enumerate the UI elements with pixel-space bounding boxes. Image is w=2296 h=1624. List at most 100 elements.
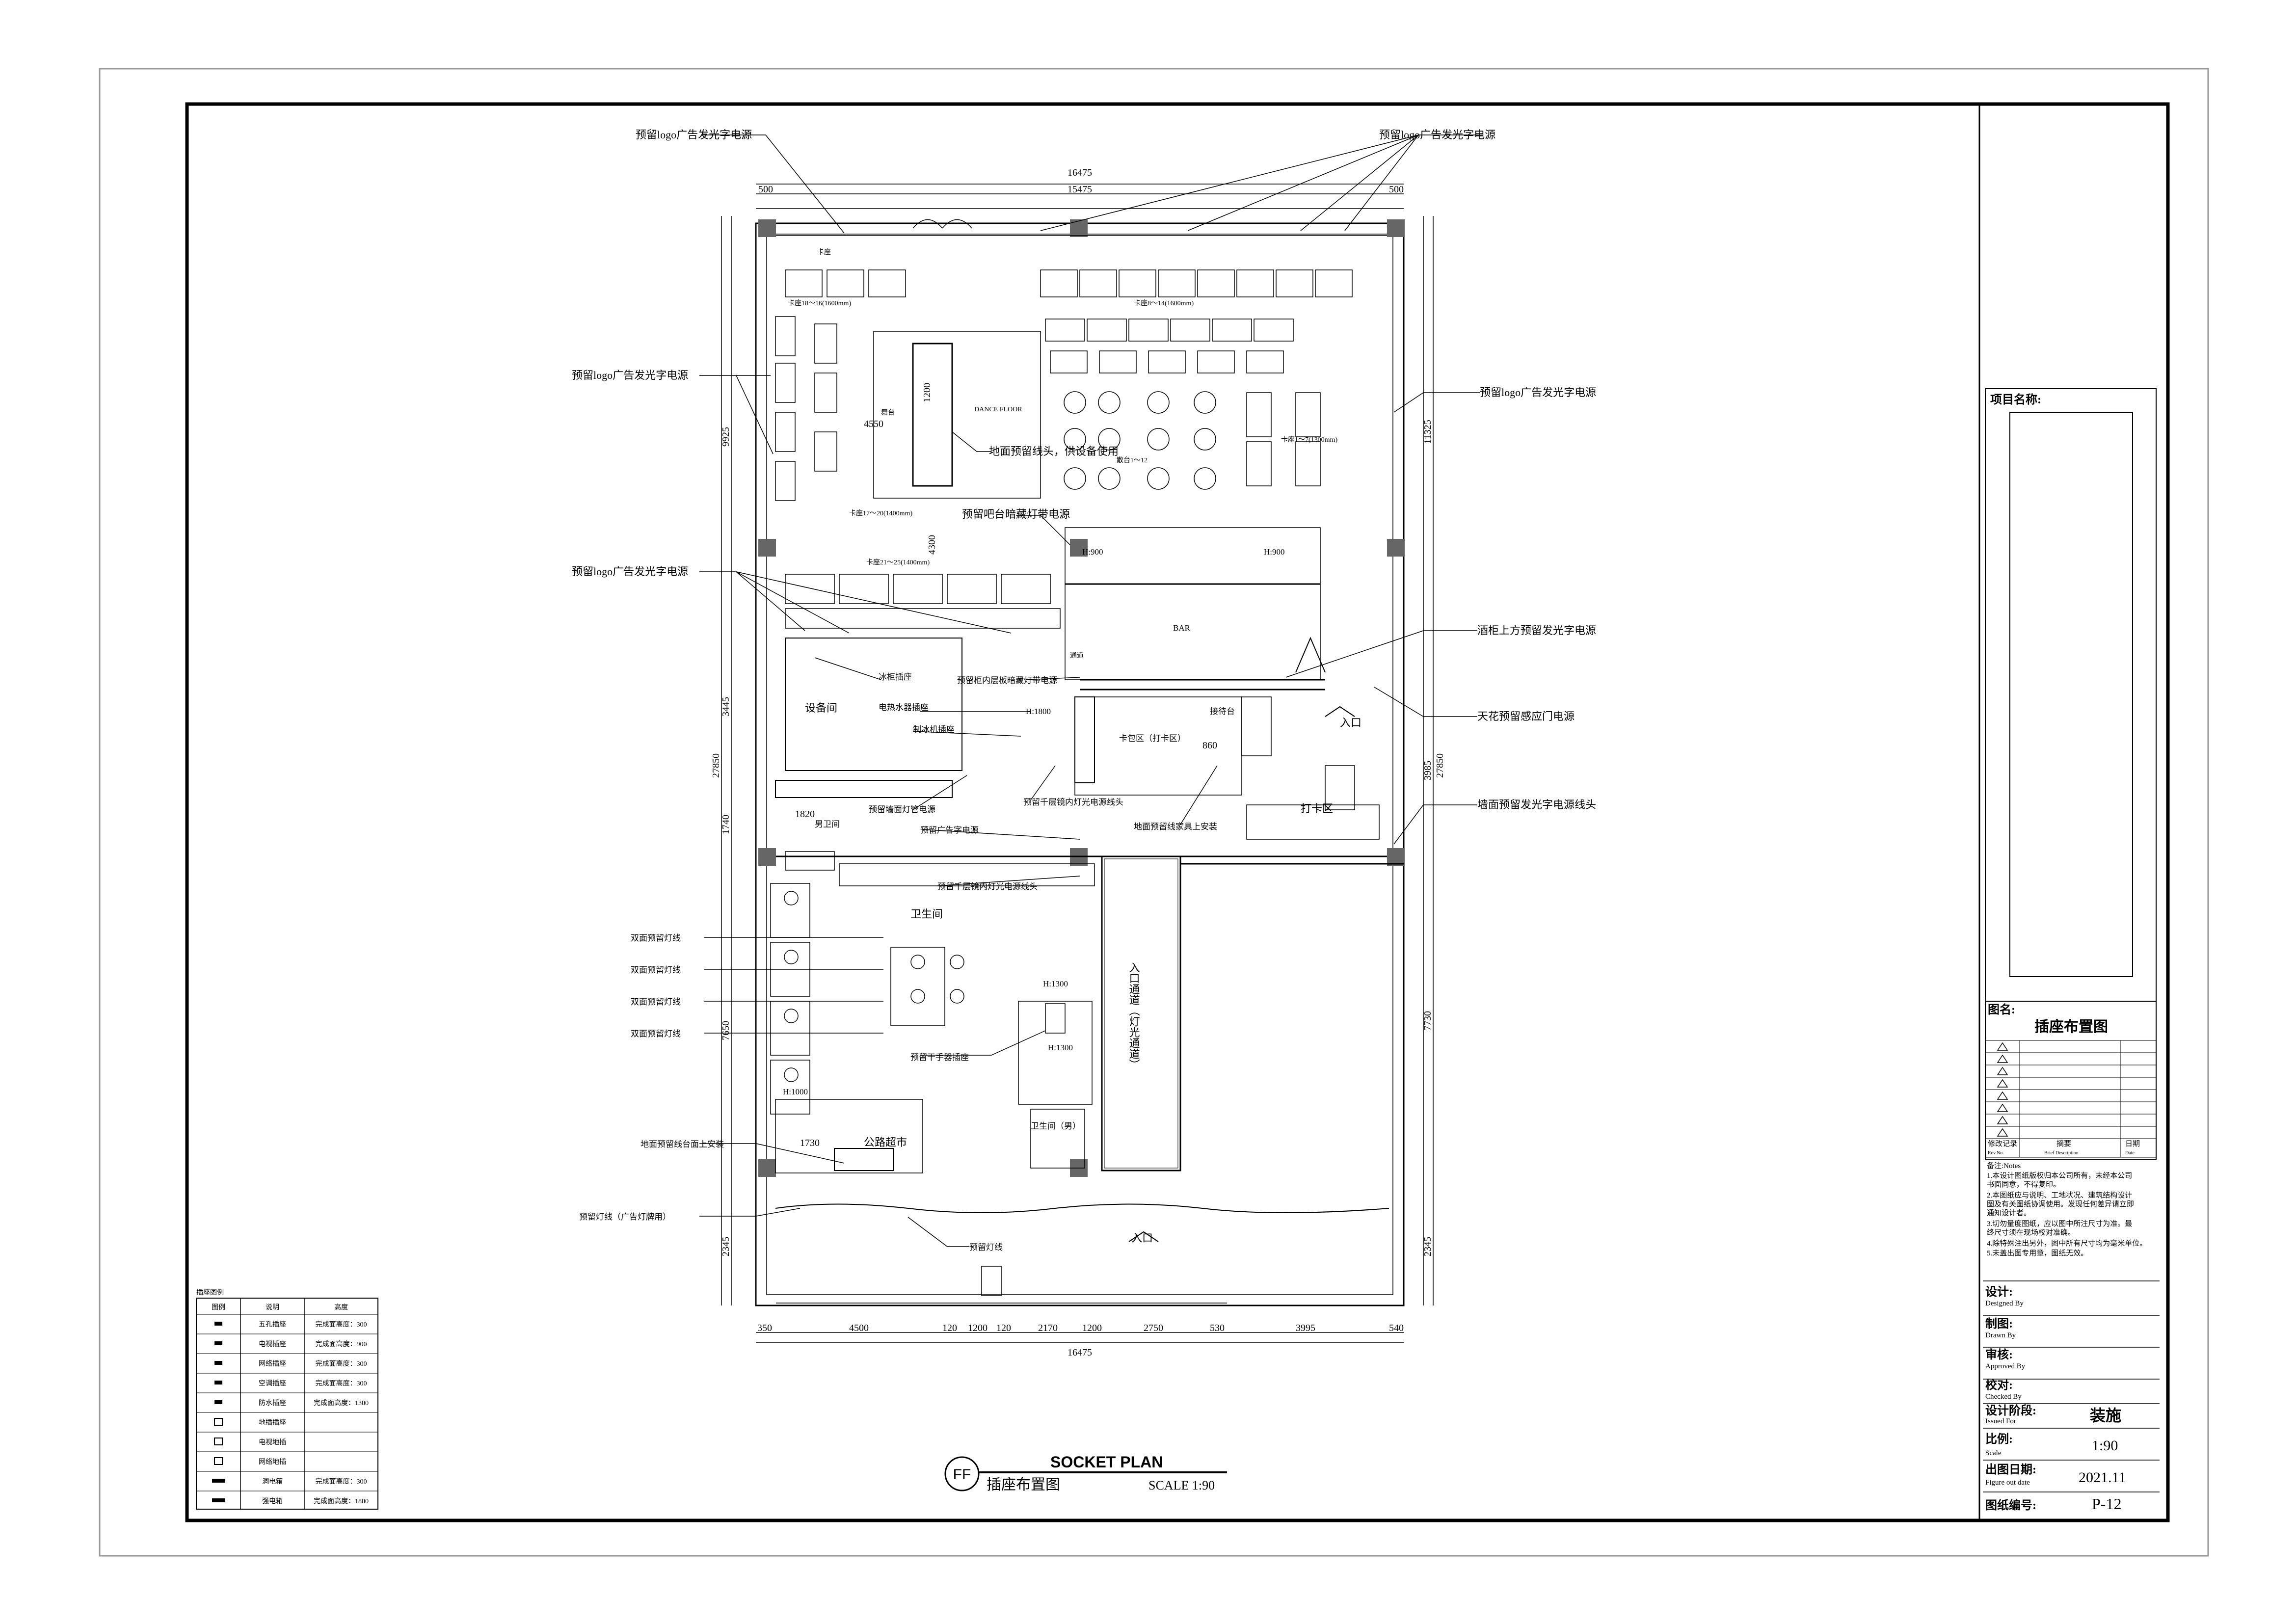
legend-header-desc: 说明 xyxy=(266,1304,279,1311)
tb-number-value: P-12 xyxy=(2092,1495,2121,1513)
svg-text:防水插座: 防水插座 xyxy=(259,1399,286,1407)
tb-number-label: 图纸编号: xyxy=(1985,1498,2036,1512)
ac-socket-icon xyxy=(214,1381,222,1384)
tb-date-en: Figure out date xyxy=(1985,1479,2030,1487)
dim-top-left: 500 xyxy=(758,184,773,195)
booth-furniture xyxy=(775,269,1353,629)
entry-corridor xyxy=(1101,855,1181,1171)
room-booth-e: 卡座1～7(1300mm) xyxy=(1281,436,1337,444)
tb-issue-label: 设计阶段: xyxy=(1985,1404,2036,1417)
room-entry-corridor: 入口通道（灯光通道） xyxy=(1128,962,1140,1070)
tb-drawn-en: Drawn By xyxy=(1985,1331,2016,1339)
legend-symbols xyxy=(212,1322,225,1502)
dim-left-b: 3445 xyxy=(721,697,731,717)
dim-860: 860 xyxy=(1202,740,1217,751)
dim-h1000: H:1000 xyxy=(783,1087,808,1096)
structural-columns xyxy=(758,219,1405,1177)
tb-checked-label: 校对: xyxy=(1985,1378,2013,1392)
svg-text:完成面高度：1800: 完成面高度：1800 xyxy=(314,1497,369,1505)
room-reception: 接待台 xyxy=(1210,707,1235,716)
strong-current-box-icon xyxy=(212,1498,225,1502)
svg-text:2.本图纸应与说明、工地状况、建筑结构设计: 2.本图纸应与说明、工地状况、建筑结构设计 xyxy=(1987,1191,2132,1199)
svg-text:120: 120 xyxy=(996,1323,1011,1333)
callout-ice-machine: 制冰机插座 xyxy=(913,725,955,734)
room-private: 卡包区（打卡区） xyxy=(1119,734,1186,743)
dim-4300: 4300 xyxy=(927,535,937,555)
svg-text:完成面高度：300: 完成面高度：300 xyxy=(316,1379,367,1387)
callout-bar-counter-light: 预留吧台暗藏灯带电源 xyxy=(962,508,1070,520)
tb-issue-value: 装施 xyxy=(2090,1407,2121,1424)
callout-wall-logo-outlet: 墙面预留发光字电源线头 xyxy=(1477,799,1596,811)
tb-rev-header-date: 日期 xyxy=(2125,1140,2140,1148)
callout-double-light-3: 双面预留灯线 xyxy=(631,997,681,1007)
equipment-room xyxy=(785,638,962,771)
network-floor-socket-icon xyxy=(214,1457,223,1465)
callout-logo-left-1: 预留logo广告发光字电源 xyxy=(572,369,688,381)
callout-water-heater: 电热水器插座 xyxy=(879,703,929,712)
dim-1730: 1730 xyxy=(800,1138,820,1148)
svg-text:530: 530 xyxy=(1210,1323,1225,1333)
legend-header-symbol: 图例 xyxy=(212,1304,225,1311)
drawing-symbol-circle xyxy=(944,1456,980,1491)
callout-wall-lamp: 预留墙面灯管电源 xyxy=(869,805,935,814)
dim-top-right: 500 xyxy=(1389,184,1404,195)
tb-designed-en: Designed By xyxy=(1985,1300,2024,1307)
room-restroom-male: 卫生间（男） xyxy=(1031,1121,1081,1131)
callout-wine-cabinet: 酒柜上方预留发光字电源 xyxy=(1477,624,1596,637)
dim-left-c: 1740 xyxy=(721,815,731,834)
room-dance-floor: DANCE FLOOR xyxy=(974,406,1022,413)
network-socket-icon xyxy=(214,1361,222,1365)
callout-logo-right: 预留logo广告发光字电源 xyxy=(1480,386,1596,399)
tv-floor-socket-icon xyxy=(214,1438,223,1445)
callout-logo-left-2: 预留logo广告发光字电源 xyxy=(572,565,688,578)
legend-rows: 五孔插座 完成面高度：300 电视插座 完成面高度：900 网络插座 完成面高度… xyxy=(259,1320,369,1505)
dim-right-d: 2345 xyxy=(1422,1237,1433,1256)
tb-scale-value: 1:90 xyxy=(2092,1438,2118,1454)
dim-h1800: H:1800 xyxy=(1026,707,1051,716)
callout-leaders xyxy=(699,134,1482,1247)
callout-double-light-1: 双面预留灯线 xyxy=(631,933,681,943)
svg-text:120: 120 xyxy=(942,1323,957,1333)
svg-text:4500: 4500 xyxy=(849,1323,869,1333)
dance-floor-area xyxy=(873,331,1041,499)
callout-logo-top-right: 预留logo广告发光字电源 xyxy=(1379,129,1495,141)
weak-current-box-icon xyxy=(212,1479,225,1483)
svg-text:5.未盖出图专用章，图纸无效。: 5.未盖出图专用章，图纸无效。 xyxy=(1987,1249,2088,1257)
tb-rev-header-no-en: Rev.No. xyxy=(1988,1150,2004,1156)
svg-text:终尺寸须在现场校对准确。: 终尺寸须在现场校对准确。 xyxy=(1987,1228,2075,1237)
room-checkin: 打卡区 xyxy=(1301,802,1333,815)
callout-ad-text: 预留广告字电源 xyxy=(920,825,979,835)
svg-text:地插插座: 地插插座 xyxy=(259,1419,286,1427)
dim-top-inner: 15475 xyxy=(1068,184,1092,195)
callout-light-line-sign: 预留灯线（广告灯牌用） xyxy=(579,1212,671,1222)
room-store: 公路超市 xyxy=(864,1136,907,1148)
tb-rev-header-date-en: Date xyxy=(2125,1150,2135,1156)
svg-text:2170: 2170 xyxy=(1038,1323,1058,1333)
svg-text:网络地插: 网络地插 xyxy=(259,1458,286,1466)
tb-notes-label: 备注:Notes xyxy=(1987,1162,2021,1170)
tb-scale-en: Scale xyxy=(1985,1449,2002,1457)
callout-fridge: 冰柜插座 xyxy=(879,672,912,682)
room-booth-a: 卡座18～16(1600mm) xyxy=(788,299,851,307)
room-restroom: 卫生间 xyxy=(910,908,943,920)
tb-revision-marks xyxy=(1997,1042,2008,1137)
room-stage: 舞台 xyxy=(881,409,895,417)
dim-4550: 4550 xyxy=(864,419,883,429)
tb-date-value: 2021.11 xyxy=(2079,1469,2126,1486)
room-equipment: 设备间 xyxy=(805,702,837,714)
callout-dry-mirror: 预留千层镜内灯光电源线头 xyxy=(1023,798,1123,807)
svg-text:540: 540 xyxy=(1389,1323,1404,1333)
tb-rev-header-desc: 摘要 xyxy=(2056,1139,2071,1148)
dim-h900: H:900 xyxy=(1082,547,1103,557)
legend: 插座图例 图例 说明 高度 xyxy=(196,1289,378,1510)
dim-bottom-segments: 350 4500 120 1200 120 2170 1200 2750 530… xyxy=(757,1323,1404,1333)
room-bar: BAR xyxy=(1173,623,1191,633)
svg-text:1200: 1200 xyxy=(1082,1323,1102,1333)
svg-text:完成面高度：1300: 完成面高度：1300 xyxy=(314,1399,369,1407)
dim-h1300-b: H:1300 xyxy=(1048,1043,1073,1052)
svg-text:完成面高度：300: 完成面高度：300 xyxy=(316,1320,367,1329)
store-area xyxy=(775,1099,923,1173)
tb-project-label: 项目名称: xyxy=(1990,393,2041,406)
legend-title: 插座图例 xyxy=(196,1289,224,1297)
